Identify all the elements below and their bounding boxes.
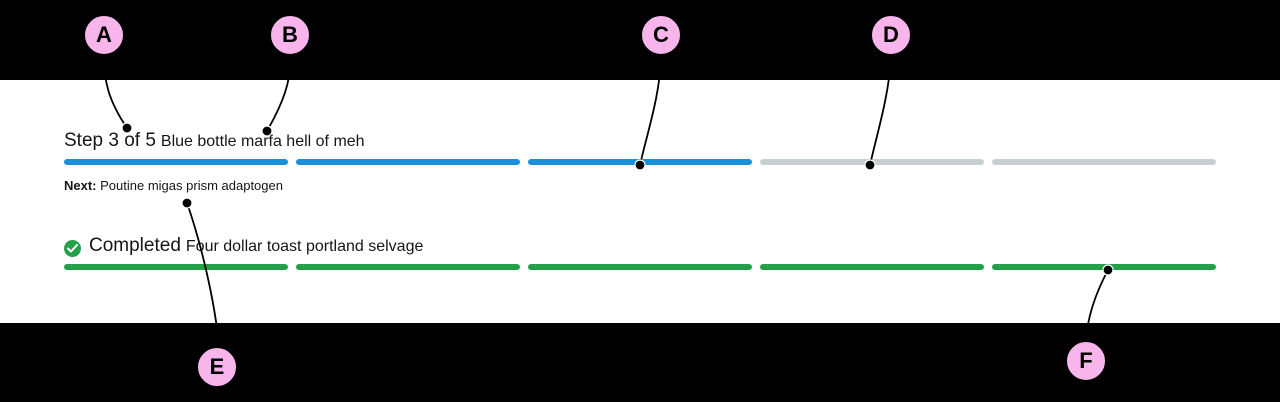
step-count-label: Step 3 of 5 (64, 130, 156, 151)
callout-marker-e: E (196, 346, 238, 388)
progress-segment-1 (64, 159, 288, 165)
callout-marker-a: A (83, 14, 125, 56)
stepper-panel (0, 80, 1280, 323)
callout-marker-d: D (870, 14, 912, 56)
step-title: Four dollar toast portland selvage (185, 238, 424, 255)
callout-marker-b: B (269, 14, 311, 56)
progress-segment-2 (296, 159, 520, 165)
stepper-header: Step 3 of 5 Blue bottle marfa hell of me… (64, 130, 1216, 156)
stepper-completed: Completed Four dollar toast portland sel… (64, 235, 1216, 270)
stepper-header: Completed Four dollar toast portland sel… (64, 235, 1216, 261)
next-step-row: Next: Poutine migas prism adaptogen (64, 178, 1216, 193)
next-step-title: Poutine migas prism adaptogen (100, 178, 283, 193)
progress-segment-3 (528, 159, 752, 165)
progress-segment-2 (296, 264, 520, 270)
progress-segment-3 (528, 264, 752, 270)
progress-segment-4 (760, 159, 984, 165)
progress-segment-1 (64, 264, 288, 270)
stepper-in-progress: Step 3 of 5 Blue bottle marfa hell of me… (64, 130, 1216, 193)
callout-marker-c: C (640, 14, 682, 56)
callout-marker-f: F (1065, 340, 1107, 382)
checkmark-circle-icon (64, 239, 81, 257)
completed-status-label: Completed (89, 235, 181, 256)
progress-segment-5 (992, 264, 1216, 270)
progress-segment-5 (992, 159, 1216, 165)
step-title: Blue bottle marfa hell of meh (160, 133, 365, 150)
progress-segments (64, 159, 1216, 165)
next-label: Next: (64, 178, 97, 193)
progress-segment-4 (760, 264, 984, 270)
progress-segments (64, 264, 1216, 270)
